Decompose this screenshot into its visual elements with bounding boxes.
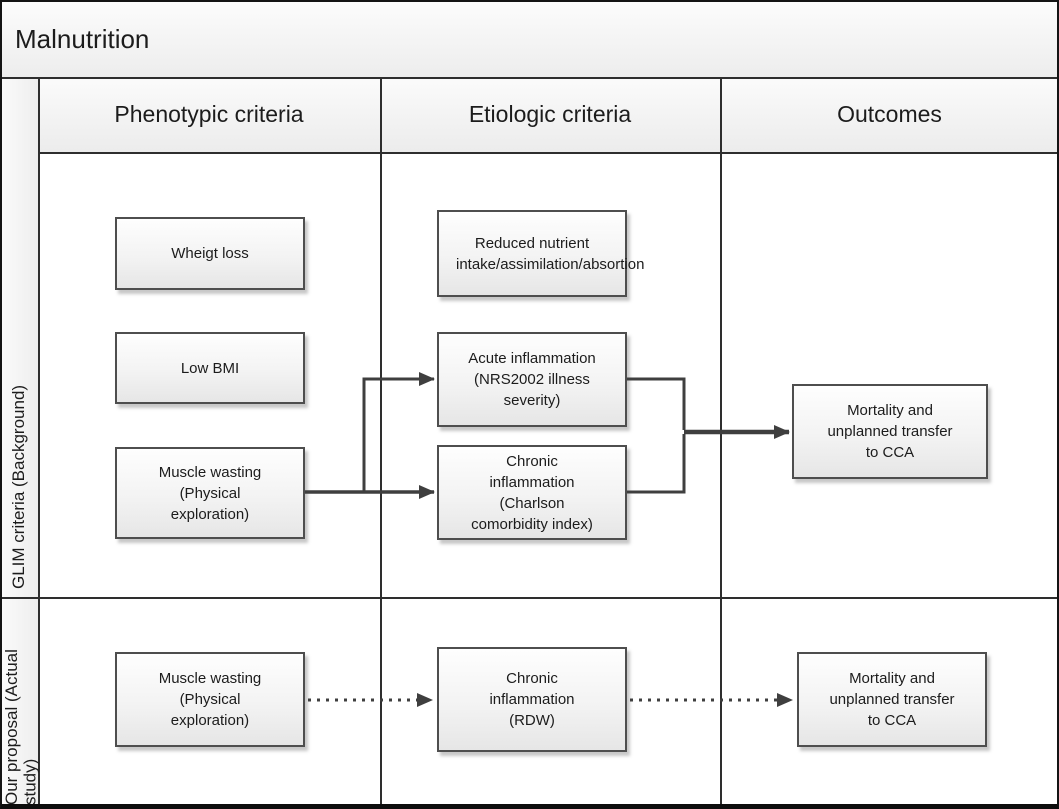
box-weight-loss: Wheigt loss	[115, 217, 305, 290]
box-outcome-glim: Mortality and unplanned transfer to CCA	[792, 384, 988, 479]
grid-line-horizontal	[2, 597, 1057, 599]
title-bar: Malnutrition	[2, 2, 1057, 77]
row-label-column	[2, 77, 38, 804]
box-chronic-inflammation-charlson: Chronic inflammation (Charlson comorbidi…	[437, 445, 627, 540]
grid-line-horizontal	[38, 152, 1057, 154]
box-chronic-inflammation-rdw: Chronic inflammation (RDW)	[437, 647, 627, 752]
grid-line-horizontal	[2, 77, 1057, 79]
box-outcome-proposal: Mortality and unplanned transfer to CCA	[797, 652, 987, 747]
connector-charlson-out	[627, 434, 686, 494]
box-acute-inflammation: Acute inflammation (NRS2002 illness seve…	[437, 332, 627, 427]
grid-line-vertical	[720, 77, 722, 804]
column-header-label: Outcomes	[837, 101, 942, 127]
grid-line-vertical	[380, 77, 382, 804]
connector-acute-out	[627, 377, 686, 430]
column-header-outcomes: Outcomes	[720, 77, 1057, 152]
box-reduced-nutrient-intake: Reduced nutrient intake/assimilation/abs…	[437, 210, 644, 297]
arrow-muscle-to-acute	[362, 372, 435, 492]
diagram-title: Malnutrition	[15, 24, 150, 54]
column-header-label: Etiologic criteria	[468, 101, 632, 127]
column-header-etiologic: Etiologic criteria	[380, 77, 720, 152]
column-header-phenotypic: Phenotypic criteria	[38, 77, 380, 152]
row-label-our-proposal: Our proposal (Actual study)	[2, 644, 40, 805]
column-header-label: Phenotypic criteria	[114, 101, 304, 127]
box-low-bmi: Low BMI	[115, 332, 305, 404]
box-muscle-wasting-proposal: Muscle wasting (Physical exploration)	[115, 652, 305, 747]
row-label-glim-criteria: GLIM criteria (Background)	[9, 384, 28, 589]
grid-line-vertical	[38, 77, 40, 804]
box-muscle-wasting-glim: Muscle wasting (Physical exploration)	[115, 447, 305, 539]
